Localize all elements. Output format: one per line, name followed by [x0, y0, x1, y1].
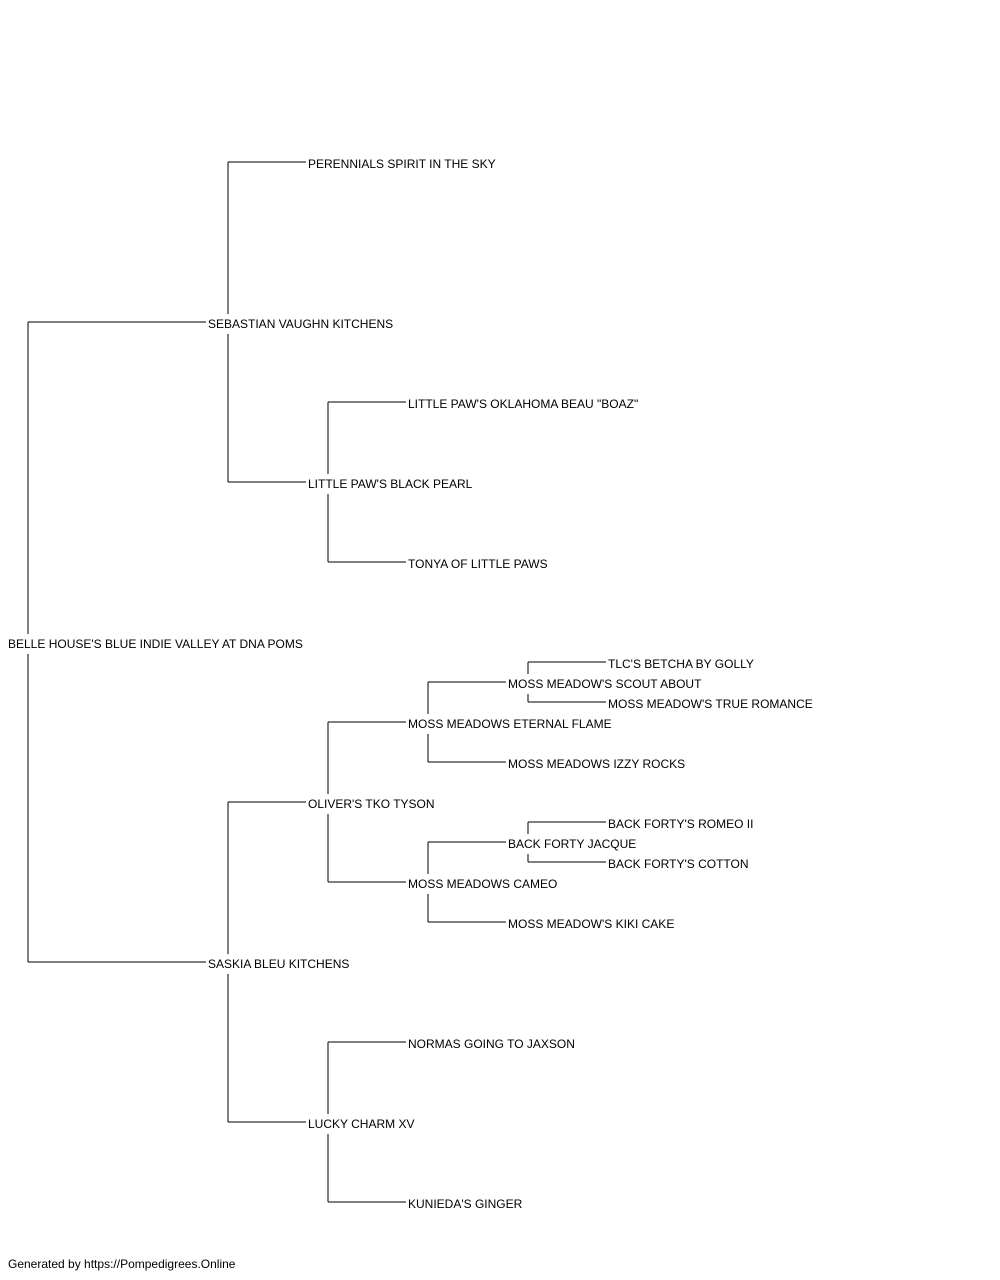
pedigree-node: OLIVER'S TKO TYSON [308, 797, 435, 811]
pedigree-node: PERENNIALS SPIRIT IN THE SKY [308, 157, 496, 171]
pedigree-node: BELLE HOUSE'S BLUE INDIE VALLEY AT DNA P… [8, 637, 303, 651]
pedigree-node: MOSS MEADOWS CAMEO [408, 877, 557, 891]
pedigree-node: BACK FORTY'S ROMEO II [608, 817, 753, 831]
pedigree-node: TONYA OF LITTLE PAWS [408, 557, 548, 571]
pedigree-node: MOSS MEADOW'S KIKI CAKE [508, 917, 674, 931]
pedigree-node: MOSS MEADOWS ETERNAL FLAME [408, 717, 612, 731]
pedigree-node: BACK FORTY JACQUE [508, 837, 636, 851]
pedigree-node: KUNIEDA'S GINGER [408, 1197, 523, 1211]
pedigree-node: NORMAS GOING TO JAXSON [408, 1037, 575, 1051]
pedigree-node: MOSS MEADOWS IZZY ROCKS [508, 757, 685, 771]
pedigree-node: SEBASTIAN VAUGHN KITCHENS [208, 317, 393, 331]
pedigree-node: TLC'S BETCHA BY GOLLY [608, 657, 754, 671]
pedigree-node: LITTLE PAW'S BLACK PEARL [308, 477, 473, 491]
pedigree-node: BACK FORTY'S COTTON [608, 857, 749, 871]
pedigree-node: LITTLE PAW'S OKLAHOMA BEAU "BOAZ" [408, 397, 638, 411]
pedigree-node: SASKIA BLEU KITCHENS [208, 957, 349, 971]
footer-credit: Generated by https://Pompedigrees.Online [8, 1257, 236, 1271]
pedigree-node: MOSS MEADOW'S TRUE ROMANCE [608, 697, 813, 711]
pedigree-node: MOSS MEADOW'S SCOUT ABOUT [508, 677, 702, 691]
pedigree-node: LUCKY CHARM XV [308, 1117, 414, 1131]
